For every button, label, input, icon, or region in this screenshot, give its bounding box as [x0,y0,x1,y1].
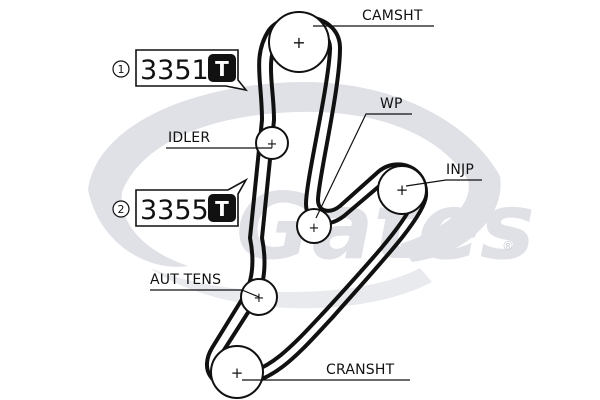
label-auto-tensioner: AUT TENS [150,272,221,288]
pulley-idler: + [255,126,289,160]
label-injection-pump: INJP [446,162,474,178]
pulley-camshaft: + [268,11,330,73]
injection-pump-pulley-circle [377,165,427,215]
part-1-badge [208,54,236,82]
crankshaft-center-mark: + [231,364,244,382]
watermark-registered-mark: ® [502,239,514,253]
leader-injp [405,179,482,187]
watermark-swoosh [88,81,501,267]
label-water-pump: WP [380,96,403,112]
idler-pulley-circle [255,126,289,160]
belt-inner-edge [218,25,416,377]
belt-outer-edge [205,14,429,389]
part-2-badge [208,194,236,222]
part-callout-1: 1 3351 T [112,49,248,92]
part-callout-2: 2 3355 T [112,177,249,227]
label-crankshaft: CRANSHT [326,362,395,378]
camshaft-center-mark: + [292,33,305,52]
water-pump-pulley-circle [296,208,332,244]
part-2-code: 3355 [140,195,209,226]
tensioner-t-icon: T [215,197,229,221]
tensioner-t-icon: T [215,57,229,81]
part-1-index: 1 [118,63,125,76]
camshaft-pulley-circle [268,11,330,73]
label-idler: IDLER [168,130,210,146]
part-2-index-circle [112,200,130,218]
pulley-crankshaft: + [210,345,264,399]
water-pump-center-mark: + [309,221,320,236]
part-1-index-circle [112,60,130,78]
pulley-injection-pump: + [377,165,427,215]
watermark-swoosh-lower [150,268,432,309]
leader-wp [315,113,412,219]
leader-aut-tens [150,289,260,298]
crankshaft-pulley-circle [210,345,264,399]
auto-tensioner-center-mark: + [254,291,265,306]
part-1-code: 3351 [140,55,209,86]
injection-pump-center-mark: + [396,181,409,199]
timing-belt [205,14,429,389]
part-2-index: 2 [118,203,125,216]
label-camshaft: CAMSHT [362,8,423,24]
idler-center-mark: + [267,137,278,152]
leader-lines [150,25,482,381]
pulley-water-pump: + [296,208,332,244]
